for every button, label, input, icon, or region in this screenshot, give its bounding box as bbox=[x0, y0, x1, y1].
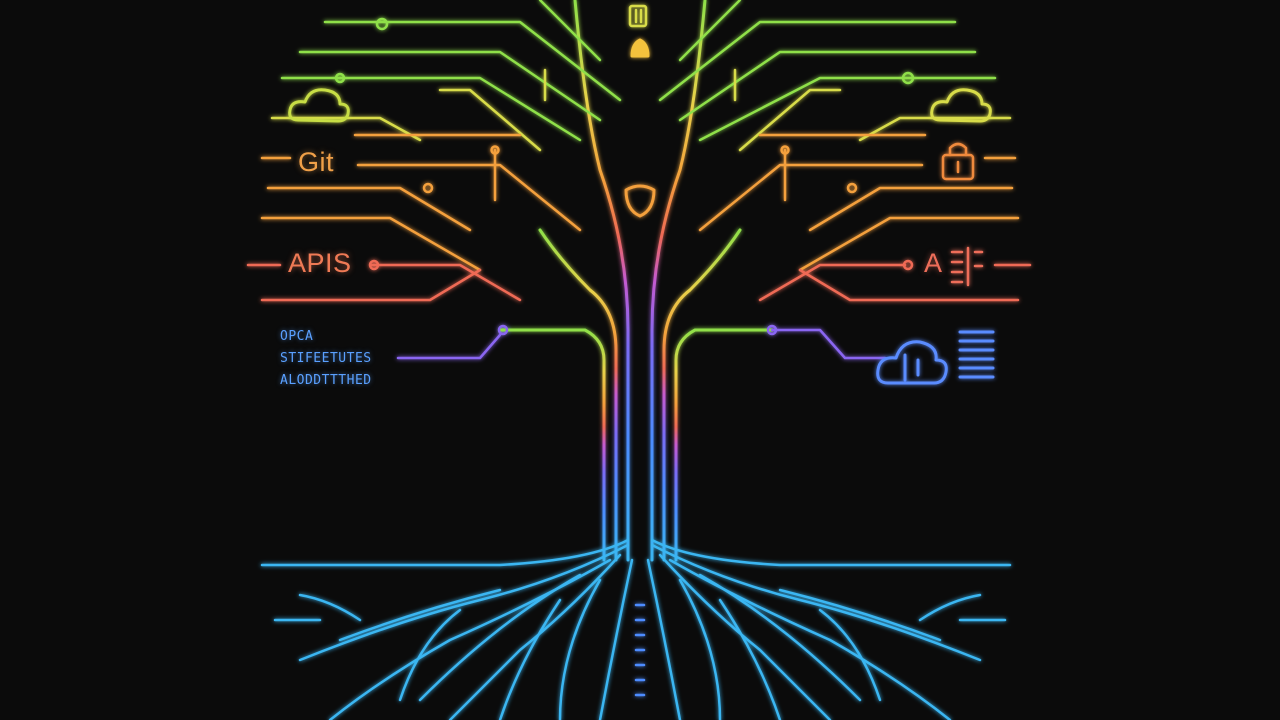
data-label-line-2: STIFEETUTES bbox=[280, 351, 372, 366]
right-apis-glyphs bbox=[950, 246, 984, 287]
branches-violet bbox=[396, 324, 887, 360]
data-structures-label: OPCA STIFEETUTES ALODDTTTHED bbox=[280, 326, 372, 392]
cloud-icon-right bbox=[930, 88, 992, 123]
chip-icon bbox=[628, 4, 648, 28]
git-label: Git bbox=[298, 147, 335, 177]
branches-orange bbox=[260, 133, 1020, 272]
branches-green bbox=[280, 0, 997, 142]
data-label-line-3: ALODDTTTHED bbox=[280, 373, 372, 388]
tree-roots bbox=[260, 538, 1012, 720]
apis-label-right: A bbox=[924, 248, 943, 278]
lock-icon bbox=[941, 142, 975, 181]
data-label-line-1: OPCA bbox=[280, 329, 314, 344]
tree-trunk bbox=[498, 0, 774, 562]
branches-yellow bbox=[270, 68, 1012, 152]
cloud-icon-left bbox=[288, 88, 350, 123]
cloud-network-icon bbox=[876, 340, 948, 385]
shield-icon bbox=[624, 184, 656, 218]
bulb-icon bbox=[630, 38, 650, 58]
apis-label: APIS bbox=[288, 248, 352, 278]
server-icon bbox=[958, 330, 995, 379]
branches-coral bbox=[246, 259, 1032, 302]
root-binary-glyphs bbox=[634, 603, 646, 697]
